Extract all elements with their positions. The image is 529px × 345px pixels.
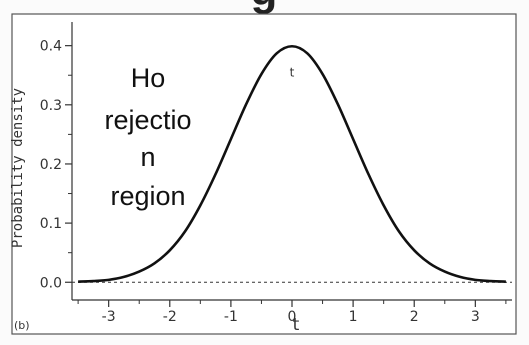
x-tick-label: -1 (224, 309, 238, 325)
y-tick-label: 0.1 (40, 216, 62, 232)
panel-label: (b) (14, 319, 30, 332)
x-axis-ticks: -3 -2 -1 0 1 2 3 (77, 300, 507, 325)
density-curve (78, 44, 506, 283)
page-header-fragment: g (0, 0, 529, 15)
x-tick-label: 3 (471, 309, 480, 325)
annotation-line-2: rejectio (104, 105, 191, 135)
annotation-line-4: region (110, 181, 185, 211)
x-tick-label: 2 (410, 309, 419, 325)
peak-label: t (290, 65, 295, 79)
y-axis-ticks: 0.0 0.1 0.2 0.3 0.4 (40, 39, 72, 291)
y-tick-label: 0.2 (40, 157, 62, 173)
x-tick-label: -3 (102, 309, 116, 325)
y-tick-label: 0.0 (40, 275, 62, 291)
x-axis-title: t (293, 315, 300, 335)
rejection-region-annotation: Ho rejectio n region (104, 63, 191, 211)
y-axis-title: Probability density (10, 88, 26, 248)
chart-frame (11, 13, 517, 335)
y-tick-label: 0.4 (40, 39, 62, 55)
annotation-line-1: Ho (131, 63, 166, 93)
annotation-line-3: n (140, 142, 155, 172)
x-tick-label: -2 (163, 309, 177, 325)
x-tick-label: 1 (349, 309, 358, 325)
y-tick-label: 0.3 (40, 98, 62, 114)
x-tick-label: 0 (288, 309, 297, 325)
